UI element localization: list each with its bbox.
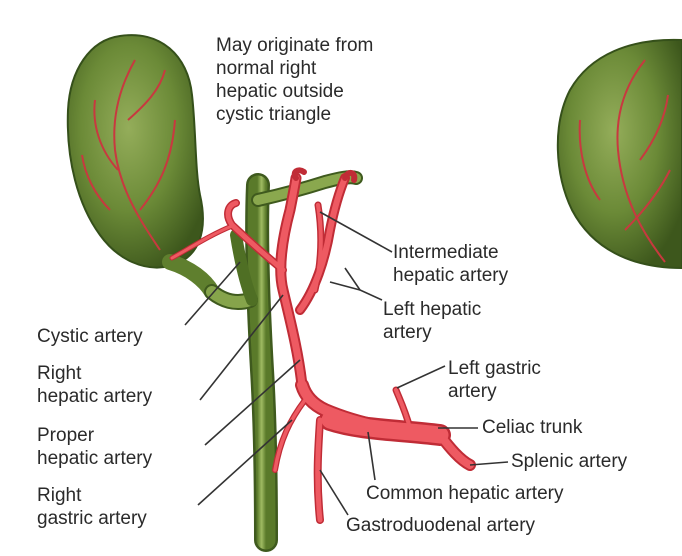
label-line: artery [448,381,497,402]
label-right-gastric-artery: Right gastric artery [37,484,147,530]
label-cystic-artery: Cystic artery [37,325,143,348]
annotation-note-line: hepatic outside [216,81,344,102]
gallbladder-right [556,38,682,270]
label-line: Right [37,363,82,384]
label-line: artery [383,322,432,343]
label-common-hepatic-artery: Common hepatic artery [366,482,563,505]
annotation-note-line: May originate from [216,35,374,56]
label-line: hepatic artery [37,386,153,407]
label-splenic-artery: Splenic artery [511,450,627,473]
label-line: Left hepatic [383,299,482,320]
label-line: Intermediate [393,242,499,263]
gallbladder-left [66,34,220,300]
label-gastroduodenal-artery: Gastroduodenal artery [346,514,535,537]
label-intermediate-hepatic-artery: Intermediate hepatic artery [393,241,508,287]
label-line: hepatic artery [37,448,153,469]
leader-lines [184,211,509,516]
label-left-hepatic-artery: Left hepatic artery [383,298,481,344]
label-right-hepatic-artery: Right hepatic artery [37,362,152,408]
label-line: Right [37,485,82,506]
label-line: Proper [37,425,95,446]
label-line: gastric artery [37,508,147,529]
arteries [169,167,476,524]
label-line: Cystic artery [37,326,143,347]
annotation-note-line: normal right [216,58,317,79]
label-proper-hepatic-artery: Proper hepatic artery [37,424,152,470]
label-left-gastric-artery: Left gastric artery [448,357,541,403]
annotation-note-line: cystic triangle [216,104,332,125]
label-line: hepatic artery [393,265,509,286]
label-line: Left gastric [448,358,541,379]
label-celiac-trunk: Celiac trunk [482,416,582,439]
label-line: Splenic artery [511,451,628,472]
label-line: Common hepatic artery [366,483,564,504]
label-line: Celiac trunk [482,417,583,438]
annotation-note: May originate from normal right hepatic … [216,34,373,126]
label-line: Gastroduodenal artery [346,515,536,536]
